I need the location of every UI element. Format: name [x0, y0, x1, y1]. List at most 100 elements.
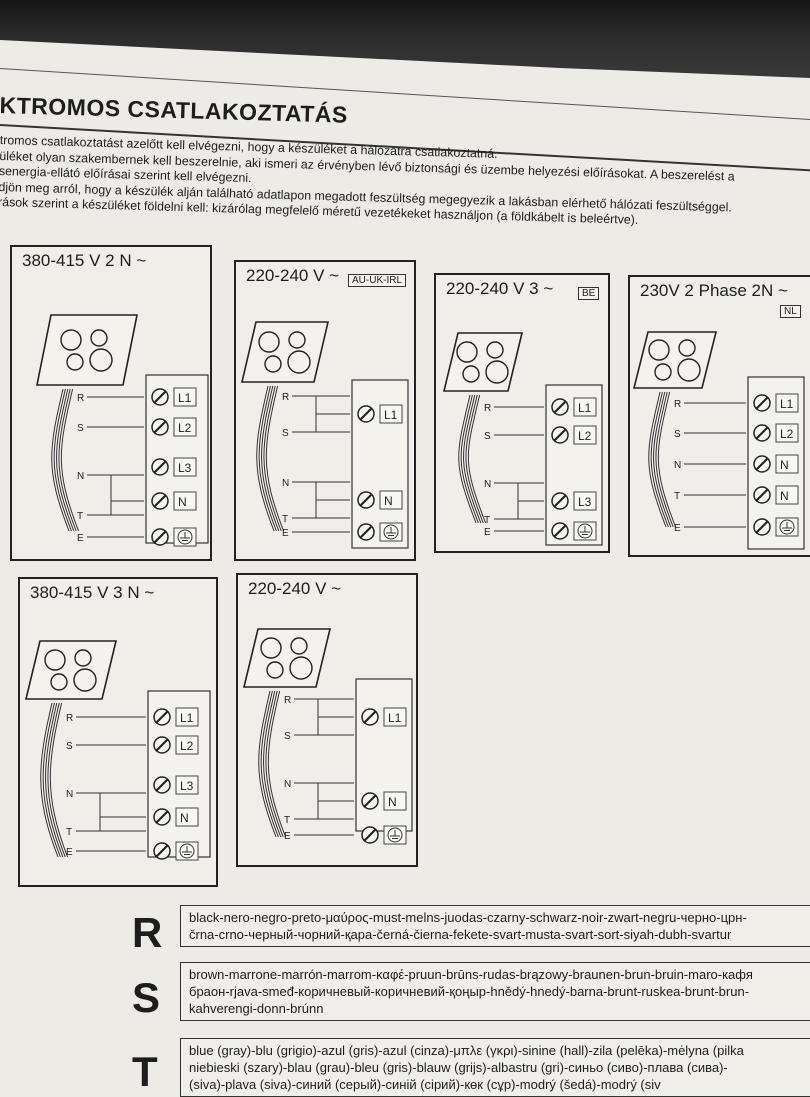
ground-ring — [387, 827, 403, 843]
terminal-label-box — [573, 425, 597, 445]
ground-ring — [179, 843, 195, 859]
terminal-label: L1 — [178, 391, 192, 405]
diagram-title: 380-415 V 3 N ~ — [30, 583, 155, 602]
cable-strand — [648, 391, 667, 528]
burner-icon — [73, 668, 97, 692]
cable-strand — [265, 385, 285, 532]
cooktop-icon — [240, 321, 330, 383]
legend-box: brown-marrone-marrón-marrom-καφέ-pruun-b… — [180, 962, 810, 1021]
ground-ring — [577, 523, 593, 539]
burner-icon — [89, 348, 113, 372]
burner-icon — [648, 339, 670, 361]
screw-slot — [553, 524, 567, 538]
terminal-label: N — [780, 489, 789, 503]
cable-strand — [42, 702, 61, 858]
burner-icon — [654, 363, 672, 381]
burner-icon — [74, 649, 92, 667]
ground-ring — [779, 519, 795, 535]
cable-bundle — [258, 690, 287, 838]
cable-strand — [263, 690, 282, 838]
legend-letter: S — [132, 974, 161, 1021]
cooktop-outline — [36, 314, 138, 386]
terminal-label-box — [383, 791, 407, 811]
screw-slot — [553, 400, 567, 414]
cooktop-icon — [242, 628, 332, 688]
screw-slot — [755, 457, 769, 471]
terminal-label: L3 — [180, 779, 194, 793]
burner-icon — [677, 358, 701, 382]
cooktop-icon — [442, 332, 524, 392]
wire-label: N — [77, 471, 84, 482]
wire-label: R — [284, 695, 291, 706]
screw-slot — [359, 493, 373, 507]
cable-strand — [258, 690, 277, 838]
cable-strand — [40, 702, 59, 858]
wire-label: R — [674, 399, 681, 410]
cable-strand — [51, 388, 70, 532]
terminal-label: L2 — [180, 739, 194, 753]
terminal-label: N — [384, 494, 393, 508]
wire-label: T — [674, 491, 680, 502]
cable-strand — [467, 394, 487, 524]
burner-icon — [260, 637, 282, 659]
wire-label: N — [284, 779, 291, 790]
wire-label: N — [66, 789, 73, 800]
wire-label: T — [484, 515, 490, 526]
wire-label: E — [484, 527, 491, 538]
legend-text: brown-marrone-marrón-marrom-καφέ-pruun-b… — [189, 967, 753, 982]
bridge-connector — [312, 698, 354, 736]
cable-strand — [58, 388, 77, 532]
diagram-title: 380-415 V 2 N ~ — [22, 251, 147, 270]
terminal-label-box — [175, 735, 199, 755]
terminal-label: L1 — [180, 711, 194, 725]
screw-slot — [359, 525, 373, 539]
cooktop-outline — [240, 321, 330, 383]
screw-slot — [153, 420, 167, 434]
page-edge-shadow — [0, 0, 810, 78]
terminal-label: L2 — [780, 427, 794, 441]
cooktop-icon — [24, 640, 118, 700]
wire-label: S — [674, 429, 681, 440]
region-tag: NL — [780, 305, 801, 318]
terminal-label: N — [180, 811, 189, 825]
burner-icon — [456, 341, 478, 363]
terminal-label: L1 — [388, 711, 402, 725]
screw-slot — [155, 810, 169, 824]
wire-label: T — [66, 827, 72, 838]
burner-icon — [289, 656, 313, 680]
legend-letter: T — [132, 1048, 158, 1095]
burner-icon — [287, 350, 311, 374]
terminal-label: L2 — [578, 429, 592, 443]
cable-strand — [460, 394, 479, 524]
terminal-label-box — [175, 707, 199, 727]
cable-strand — [49, 702, 69, 858]
legend-letter: R — [132, 909, 163, 956]
legend-text: niebieski (szary)-blau (grau)-bleu (gris… — [189, 1060, 728, 1075]
diagram-title: 230V 2 Phase 2N ~ — [640, 281, 788, 300]
screw-slot — [553, 428, 567, 442]
legend-text: kahverengi-donn-brúnn — [189, 1001, 324, 1016]
screw-slot — [363, 794, 377, 808]
wire-label: R — [484, 403, 491, 414]
screw-slot — [755, 488, 769, 502]
terminal-label-box — [383, 707, 407, 727]
terminal-label: N — [178, 495, 187, 509]
ground-symbol-icon — [383, 524, 399, 540]
terminal-block: L1N — [355, 678, 413, 845]
terminal-label-box — [775, 423, 799, 443]
terminal-label-box — [379, 490, 403, 510]
screw-slot — [153, 494, 167, 508]
ground-ring — [177, 529, 193, 545]
terminal-label: L1 — [384, 408, 398, 422]
cable-strand — [267, 690, 287, 838]
wire-label: E — [282, 528, 289, 539]
cooktop-icon — [36, 314, 138, 386]
burner-icon — [264, 355, 282, 373]
terminal-label-box — [573, 491, 597, 511]
screw-slot — [755, 520, 769, 534]
screw-slot — [155, 778, 169, 792]
